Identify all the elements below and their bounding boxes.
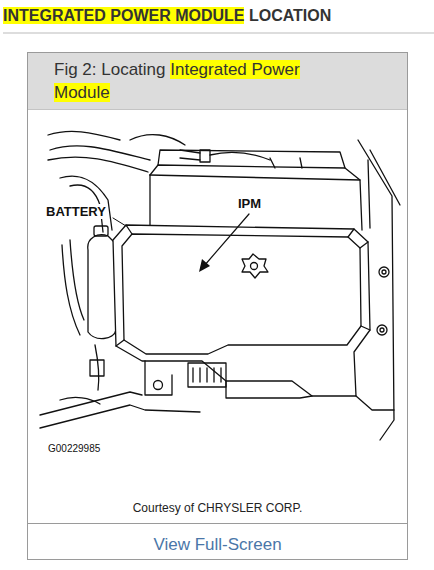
figure-caption: Courtesy of CHRYSLER CORP. (28, 501, 407, 515)
view-link: View Full-Screen (28, 535, 407, 555)
engine-bay-drawing (40, 131, 400, 440)
heading-rule (3, 33, 434, 34)
page-heading: INTEGRATED POWER MODULE LOCATION (3, 6, 331, 26)
part-label: BATTERY (45, 204, 107, 219)
panel-divider (28, 523, 407, 524)
figure-id: G00229985 (47, 443, 101, 454)
part-label: IPM (237, 196, 262, 211)
figure-heading: Fig 2: Locating Integrated Power Module (54, 58, 354, 104)
figure-panel: Fig 2: Locating Integrated Power ModuleV… (27, 52, 408, 560)
